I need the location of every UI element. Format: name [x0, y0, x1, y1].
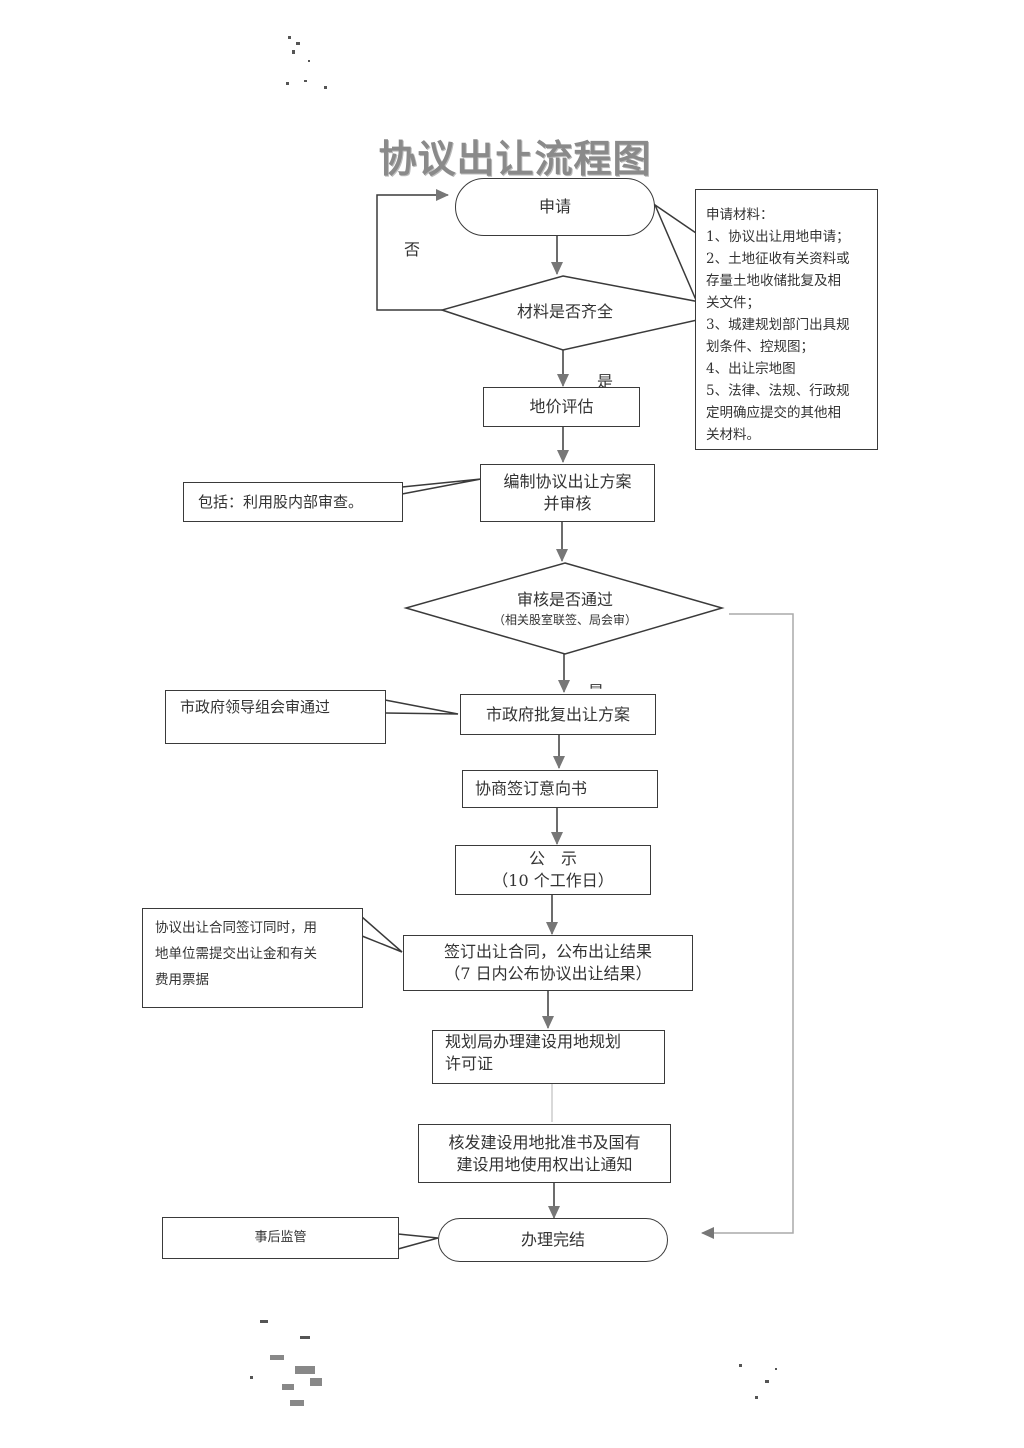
node-prepare-plan-line1: 编制协议出让方案 [503, 472, 632, 491]
note-contract-payment: 协议出让合同签订同时，用 地单位需提交出让金和有关 费用票据 [142, 908, 363, 1008]
note-materials-line: 划条件、控规图； [706, 339, 814, 355]
node-gov-approval: 市政府批复出让方案 [460, 694, 656, 735]
note-contract-line: 协议出让合同签订同时，用 [155, 920, 317, 936]
note-materials-line: 1、协议出让用地申请； [706, 229, 850, 245]
node-sign-contract-line2: （7 日内公布协议出让结果） [444, 964, 652, 983]
node-publicity-line2: （10 个工作日） [492, 871, 614, 890]
node-land-valuation: 地价评估 [483, 387, 640, 427]
note-contract-line: 费用票据 [155, 972, 209, 988]
scan-noise-bottom-left [240, 1300, 350, 1420]
node-publicity-line1: 公 示 [528, 849, 577, 868]
node-prepare-plan-line2: 并审核 [543, 494, 592, 513]
node-planning-permit: 规划局办理建设用地规划 许可证 [432, 1030, 665, 1084]
node-intent-letter: 协商签订意向书 [462, 770, 658, 808]
edge-label-yes-2: 是 [588, 682, 605, 701]
note-materials-line: 定明确应提交的其他相 [706, 405, 841, 421]
node-publicity: 公 示 （10 个工作日） [455, 845, 651, 895]
node-gov-approval-label: 市政府批复出让方案 [485, 704, 630, 724]
note-gov-leader-text: 市政府领导组会审通过 [180, 698, 331, 716]
note-materials-line: 5、法律、法规、行政规 [706, 383, 850, 399]
note-application-materials: 申请材料： 1、协议出让用地申请； 2、土地征收有关资料或 存量土地收储批复及相… [695, 189, 878, 450]
edge-review-no-to-complete [701, 613, 794, 1239]
note-materials-line: 关材料。 [706, 427, 760, 443]
node-approval-issue: 核发建设用地批准书及国有 建设用地使用权出让通知 [418, 1124, 671, 1183]
note-materials-line: 2、土地征收有关资料或 [706, 251, 850, 267]
callout-pointer-materials [653, 202, 697, 301]
node-planning-permit-line1: 规划局办理建设用地规划 [445, 1032, 622, 1051]
node-land-valuation-label: 地价评估 [529, 397, 594, 416]
edge-no-loop [376, 189, 449, 311]
node-planning-permit-line2: 许可证 [445, 1054, 494, 1073]
callout-pointer-contract [361, 916, 403, 953]
node-approval-issue-line2: 建设用地使用权出让通知 [456, 1154, 633, 1174]
page-title: 协议出让流程图 [378, 136, 652, 181]
note-materials-heading: 申请材料： [706, 207, 774, 223]
note-materials-line: 3、城建规划部门出具规 [706, 317, 850, 333]
edge-label-yes-1: 是 [597, 372, 614, 391]
note-supervision-text: 事后监管 [254, 1230, 307, 1245]
diamond-review-pass-line2: （相关股室联签、局会审） [492, 613, 637, 627]
note-materials-line: 关文件； [706, 295, 760, 311]
node-intent-letter-label: 协商签订意向书 [475, 779, 588, 798]
node-apply: 申请 [455, 178, 655, 236]
callout-pointer-gov-leader [384, 699, 459, 715]
node-complete: 办理完结 [438, 1218, 668, 1262]
note-materials-line: 4、出让宗地图 [706, 361, 796, 377]
node-prepare-plan: 编制协议出让方案 并审核 [480, 464, 655, 522]
node-sign-contract: 签订出让合同，公布出让结果 （7 日内公布协议出让结果） [403, 935, 693, 991]
diamond-review-pass [403, 562, 725, 655]
note-gov-leader: 市政府领导组会审通过 [165, 690, 386, 744]
note-supervision: 事后监管 [162, 1217, 399, 1259]
node-sign-contract-line1: 签订出让合同，公布出让结果 [443, 942, 652, 961]
note-materials-line: 存量土地收储批复及相 [706, 273, 841, 289]
scan-noise-top [280, 30, 340, 110]
edge-label-no: 否 [404, 240, 421, 259]
node-apply-label: 申请 [538, 197, 571, 216]
note-internal-review: 包括：利用股内部审查。 [183, 482, 403, 522]
node-complete-label: 办理完结 [520, 1230, 585, 1249]
scan-noise-bottom-right [735, 1360, 795, 1410]
note-contract-line: 地单位需提交出让金和有关 [155, 946, 317, 962]
note-internal-review-text: 包括：利用股内部审查。 [198, 493, 364, 511]
diamond-review-pass-label: 审核是否通过 （相关股室联签、局会审） [450, 589, 680, 629]
callout-pointer-supervision [397, 1233, 439, 1250]
diamond-materials-check-label: 材料是否齐全 [516, 302, 613, 321]
callout-pointer-internal [401, 478, 482, 495]
diamond-review-pass-line1: 审核是否通过 [516, 590, 613, 609]
node-approval-issue-line1: 核发建设用地批准书及国有 [448, 1132, 641, 1152]
